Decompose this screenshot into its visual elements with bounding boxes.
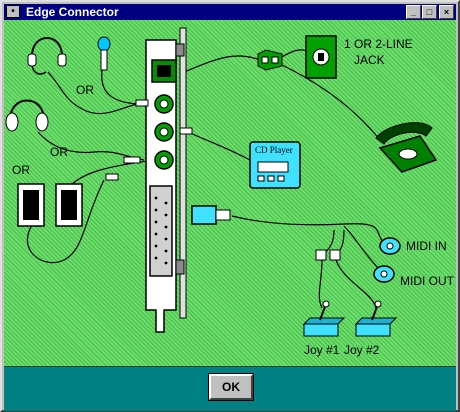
system-menu-icon[interactable]: • <box>6 5 20 18</box>
midi-in-label: MIDI IN <box>406 239 447 253</box>
wall-jack-icon <box>305 35 337 79</box>
minimize-button[interactable]: _ <box>406 5 421 19</box>
joystick-2-icon <box>354 300 398 337</box>
close-button[interactable]: × <box>439 5 454 19</box>
connector-diagram: OR OR OR 1 OR 2-LINE JACK CD Player MIDI… <box>4 20 456 366</box>
midi-plug <box>191 205 217 225</box>
midi-cable-splitters <box>315 249 341 261</box>
headphones-icon <box>5 99 49 132</box>
line-splitter-icon <box>257 49 283 71</box>
midi-in-connector-icon <box>379 237 401 255</box>
headset-icon <box>27 37 67 75</box>
cd-player-icon <box>249 141 301 189</box>
or-label: OR <box>50 145 68 159</box>
dialog-footer: OK <box>4 366 456 411</box>
joystick-1-icon <box>302 300 346 337</box>
title-bar[interactable]: • Edge Connector _ □ × <box>4 4 456 20</box>
speakers-icon <box>17 183 83 227</box>
microphone-icon <box>97 36 111 71</box>
midi-out-connector-icon <box>373 265 395 283</box>
or-label: OR <box>76 83 94 97</box>
or-label: OR <box>12 163 30 177</box>
jack-label: JACK <box>354 53 385 67</box>
cd-player-label: CD Player <box>255 145 293 155</box>
game-port <box>149 185 173 277</box>
ok-button[interactable]: OK <box>208 373 254 401</box>
midi-out-label: MIDI OUT <box>400 274 454 288</box>
telephone-icon <box>375 122 438 173</box>
joystick-1-label: Joy #1 <box>304 343 340 357</box>
line-jack-label: 1 OR 2-LINE <box>344 37 413 51</box>
joystick-2-label: Joy #2 <box>344 343 380 357</box>
audio-jacks <box>154 94 174 170</box>
connector-illustration <box>5 27 438 337</box>
maximize-button[interactable]: □ <box>422 5 437 19</box>
window-title: Edge Connector <box>26 5 119 19</box>
